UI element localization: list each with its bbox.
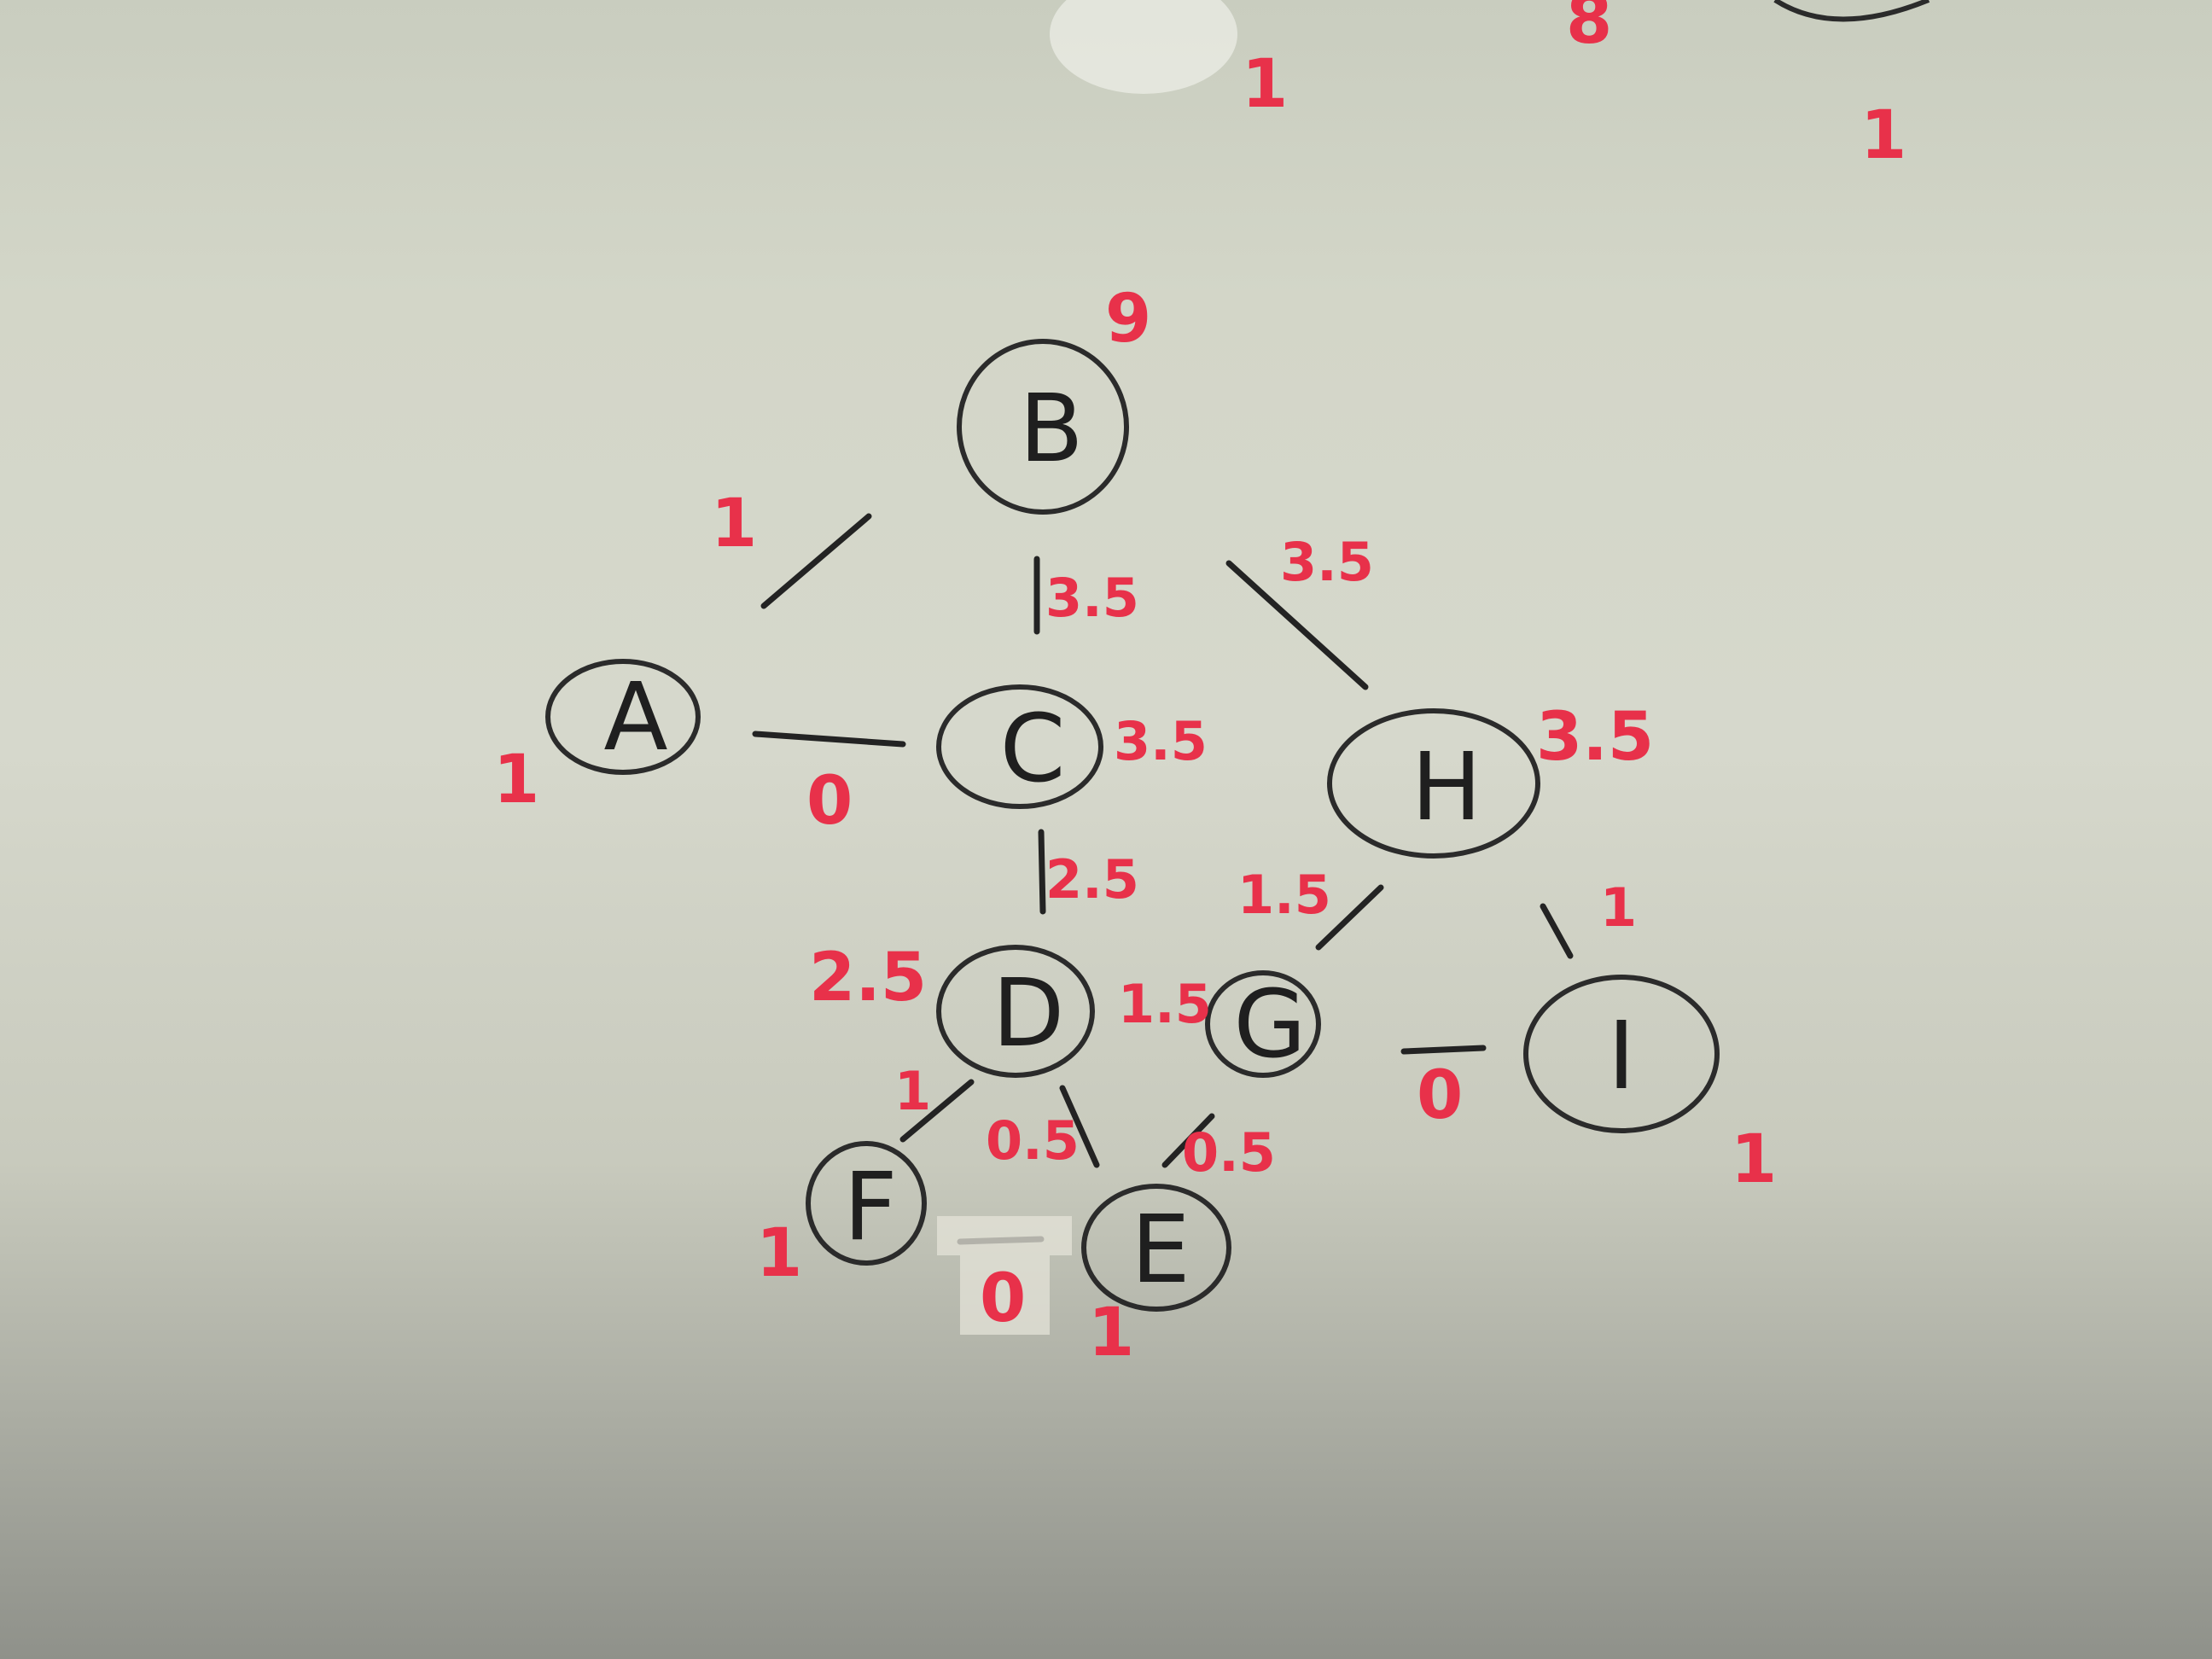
node-label: I [1608, 1001, 1635, 1110]
edge-B-H [1225, 560, 1369, 690]
edge-C-D [1038, 829, 1046, 915]
node-label: G [1233, 969, 1306, 1079]
node-E: E [1081, 1184, 1231, 1312]
label-patch [960, 1255, 1050, 1335]
node-label: D [992, 958, 1065, 1068]
top-mark-3: 1 [1860, 97, 1906, 174]
node-score-F: 1 [756, 1215, 802, 1292]
node-score-D: 2.5 [809, 940, 927, 1016]
node-score-A: 1 [493, 742, 539, 818]
node-label: C [1000, 694, 1066, 803]
node-label: A [603, 662, 667, 771]
edge-G-E [1161, 1113, 1215, 1168]
edge-D-F [899, 1079, 975, 1143]
node-C: C [936, 684, 1103, 809]
node-score-B: 9 [1105, 281, 1151, 358]
edge-weight-B-H: 3.5 [1280, 531, 1374, 593]
node-score-G: 1.5 [1118, 973, 1212, 1035]
node-label: E [1131, 1195, 1190, 1304]
glare [1050, 0, 1237, 94]
edge-weight-G-I: 0 [1417, 1057, 1463, 1134]
node-score-I: 1 [1731, 1121, 1777, 1198]
top-mark-2: 8 [1566, 0, 1612, 59]
edge-H-I [1540, 903, 1574, 959]
node-label: B [1019, 374, 1083, 483]
node-B: B [957, 339, 1129, 515]
edge-weight-B-A: 1 [711, 486, 757, 562]
edge-weight-D-E: 0.5 [986, 1109, 1080, 1172]
edge-A-C [752, 731, 906, 748]
edge-G-I [1400, 1045, 1487, 1055]
edge-weight-H-I: 1 [1600, 876, 1637, 939]
edge-weight-A-C: 0 [806, 763, 853, 840]
edge-weight-C-D: 2.5 [1045, 848, 1139, 911]
edge-weight-G-E: 0.5 [1182, 1121, 1276, 1184]
node-H: H [1327, 708, 1540, 859]
node-F: F [806, 1141, 927, 1266]
edge-H-G [1315, 884, 1384, 951]
label-patch [937, 1216, 1072, 1255]
node-A: A [545, 659, 701, 775]
node-score-C: 3.5 [1114, 710, 1208, 772]
node-score-E: 1 [1088, 1295, 1134, 1371]
node-label: F [843, 1152, 897, 1261]
top-mark-1: 1 [1242, 46, 1288, 123]
node-D: D [936, 945, 1095, 1078]
edge-B-A [760, 513, 872, 609]
partial-node-ring [1773, 0, 1930, 22]
node-I: I [1523, 975, 1720, 1133]
node-score-H: 3.5 [1536, 699, 1654, 776]
node-G: G [1205, 969, 1321, 1079]
node-label: H [1412, 732, 1482, 841]
edge-weight-D-F: 1 [894, 1060, 931, 1122]
edge-D-E [1059, 1085, 1100, 1168]
edge-weight-B-C: 3.5 [1045, 567, 1139, 629]
edge-weight-F-E: 0 [980, 1260, 1026, 1337]
edge-weight-H-G: 1.5 [1237, 864, 1331, 926]
